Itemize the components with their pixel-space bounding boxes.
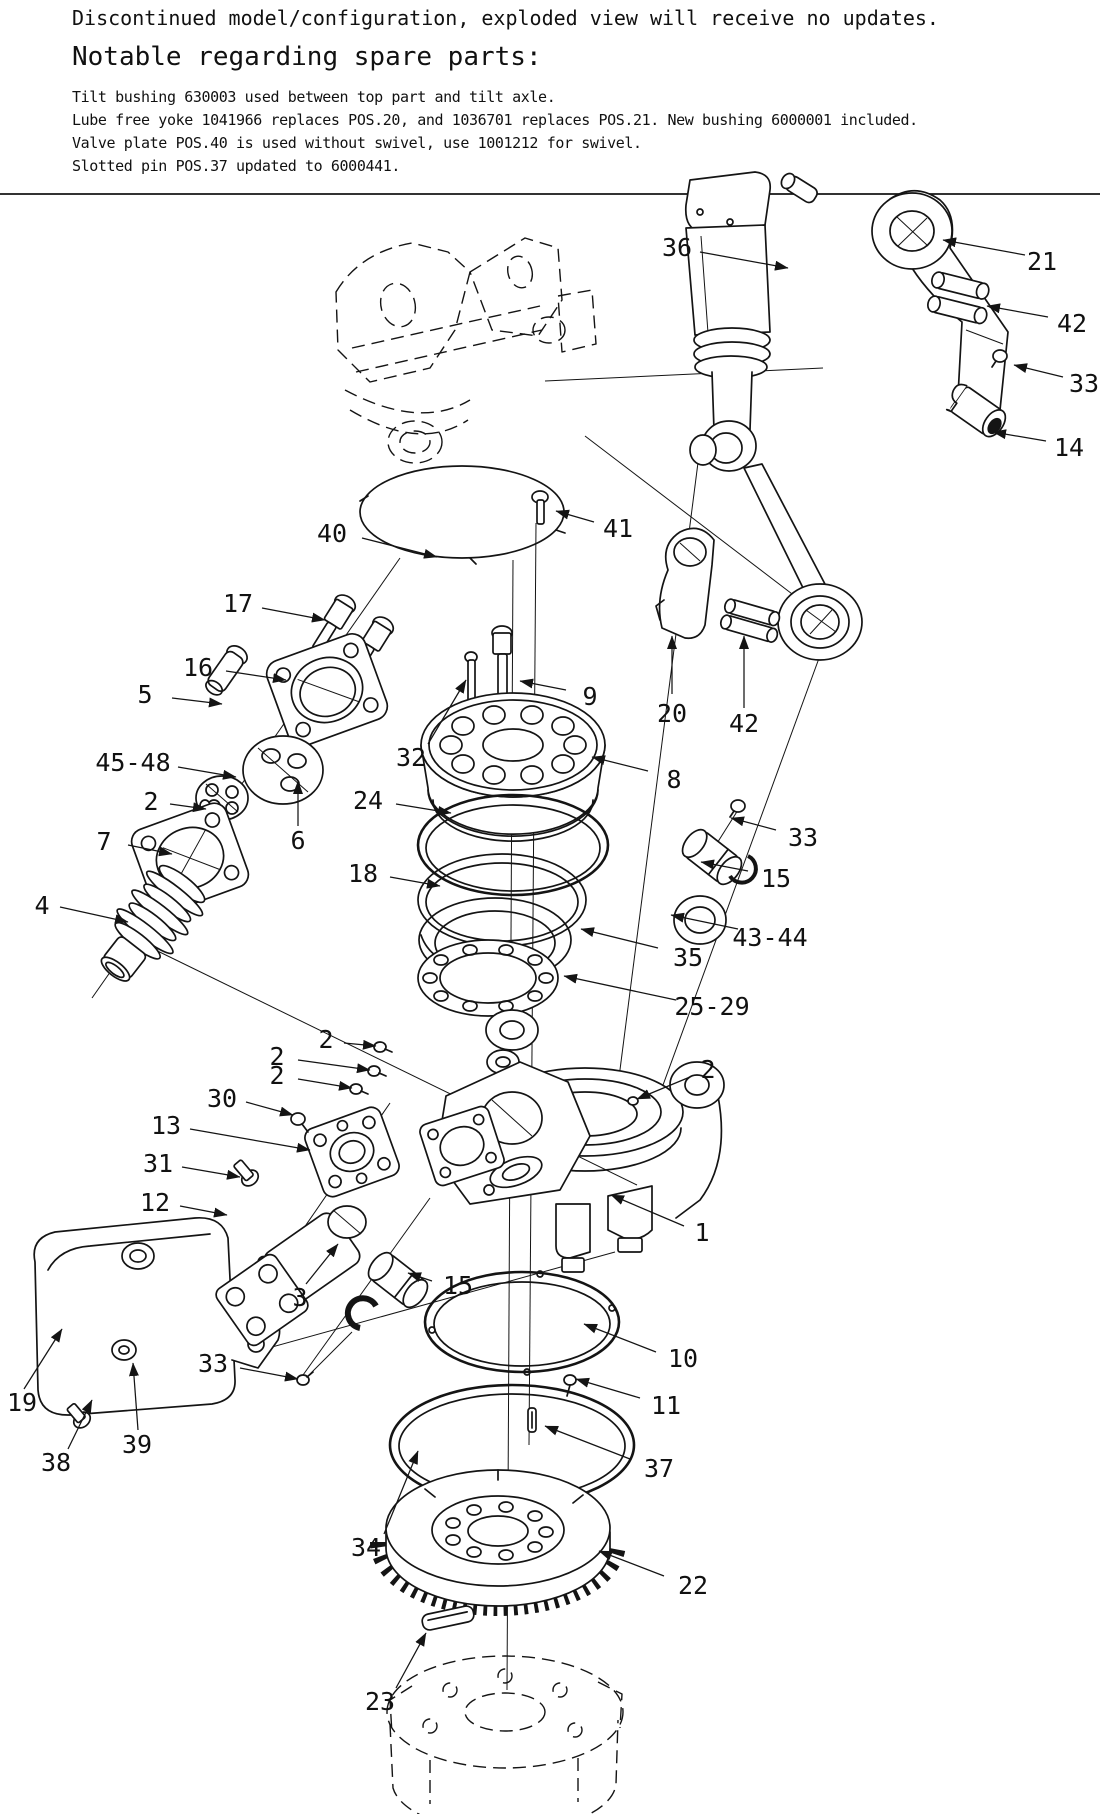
callout-33b: 33 <box>788 823 818 852</box>
tilt-cylinder <box>684 171 863 661</box>
callout-22: 22 <box>678 1571 708 1600</box>
callout-13: 13 <box>151 1111 181 1140</box>
callout-31: 31 <box>143 1149 173 1178</box>
callout-2d: 2 <box>269 1042 284 1071</box>
valve-plate-gasket-40 <box>359 465 566 565</box>
pins-42-top <box>927 271 990 325</box>
callout-3: 3 <box>292 1283 307 1312</box>
callout-42b: 42 <box>729 709 759 738</box>
callout-2b: 2 <box>700 1055 715 1084</box>
callout-6: 6 <box>290 826 305 855</box>
pins-42-mid <box>719 598 781 643</box>
yoke-20 <box>655 527 715 640</box>
callout-33: 33 <box>1069 369 1099 398</box>
callout-12: 12 <box>140 1188 170 1217</box>
key-23 <box>421 1605 475 1631</box>
note-line: Slotted pin POS.37 updated to 6000441. <box>72 157 400 175</box>
callout-2c: 2 <box>318 1025 333 1054</box>
ring-18 <box>417 853 587 947</box>
callout-30: 30 <box>207 1084 237 1113</box>
discontinued-note: Discontinued model/configuration, explod… <box>72 6 939 30</box>
callout-23: 23 <box>365 1687 395 1716</box>
disc-6 <box>242 735 324 805</box>
ring-24 <box>416 793 610 897</box>
callout-19: 19 <box>7 1388 37 1417</box>
callout-40: 40 <box>317 519 347 548</box>
callout-36: 36 <box>662 233 692 262</box>
callout-2: 2 <box>143 787 158 816</box>
callout-10: 10 <box>668 1344 698 1373</box>
flange-13 <box>304 1106 400 1198</box>
phantom-bottom-plate <box>386 1655 624 1814</box>
bushing-15-mid <box>681 828 758 886</box>
notes-heading: Notable regarding spare parts: <box>72 42 542 72</box>
screw-33-mid <box>729 799 746 818</box>
callout-1: 1 <box>694 1218 709 1247</box>
callout-11: 11 <box>651 1391 681 1420</box>
callout-43-44: 43-44 <box>732 923 807 952</box>
shim-ring-10 <box>423 1270 621 1376</box>
callout-37: 37 <box>644 1454 674 1483</box>
note-line: Tilt bushing 630003 used between top par… <box>72 88 556 106</box>
callout-9: 9 <box>582 682 597 711</box>
bushing-3 <box>327 1205 367 1239</box>
callout-7: 7 <box>96 827 111 856</box>
callout-2e: 2 <box>269 1061 284 1090</box>
screw-30 <box>290 1112 309 1133</box>
screw-31 <box>233 1159 260 1187</box>
callout-15: 15 <box>761 864 791 893</box>
leader-lines <box>23 237 1064 1689</box>
callout-8: 8 <box>666 765 681 794</box>
bolts-17 <box>312 594 395 675</box>
callout-33c: 33 <box>198 1349 228 1378</box>
screw-33-low <box>296 1371 314 1386</box>
note-line: Lube free yoke 1041966 replaces POS.20, … <box>72 111 918 129</box>
phantom-top-bracket <box>335 237 597 464</box>
callout-25-29: 25-29 <box>674 992 749 1021</box>
gear-22 <box>370 1469 626 1616</box>
bolt-41 <box>531 490 549 525</box>
callout-34: 34 <box>351 1533 381 1562</box>
callout-45-48: 45-48 <box>95 748 170 777</box>
callout-42: 42 <box>1057 309 1087 338</box>
bellows-4 <box>100 864 206 982</box>
callout-labels: 36 21 42 33 14 40 41 17 16 5 45-48 2 7 6… <box>7 233 1099 1716</box>
callout-24: 24 <box>353 786 383 815</box>
callout-20: 20 <box>657 699 687 728</box>
callout-21: 21 <box>1027 247 1057 276</box>
pin-5 <box>205 645 248 696</box>
washer-39 <box>111 1339 137 1361</box>
callout-32: 32 <box>396 743 426 772</box>
callout-35: 35 <box>673 943 703 972</box>
callout-39: 39 <box>122 1430 152 1459</box>
screw-33-top <box>991 349 1008 368</box>
screws-2-body <box>349 1041 393 1095</box>
note-line: Valve plate POS.40 is used without swive… <box>72 134 642 152</box>
callout-4: 4 <box>34 891 49 920</box>
flange-16 <box>265 633 389 747</box>
slotted-pin-37 <box>527 1407 537 1433</box>
bushing-14 <box>945 383 1007 438</box>
callout-38: 38 <box>41 1448 71 1477</box>
callout-41: 41 <box>603 514 633 543</box>
callout-14: 14 <box>1054 433 1084 462</box>
bushing-15-low <box>344 1251 429 1331</box>
washer-43-44 <box>673 895 727 945</box>
callout-5: 5 <box>137 680 152 709</box>
callout-17: 17 <box>223 589 253 618</box>
callout-16: 16 <box>183 653 213 682</box>
seal-kit-25-29 <box>417 939 559 1051</box>
callout-18: 18 <box>348 859 378 888</box>
callout-15b: 15 <box>443 1271 473 1300</box>
main-body-1 <box>419 1049 725 1273</box>
